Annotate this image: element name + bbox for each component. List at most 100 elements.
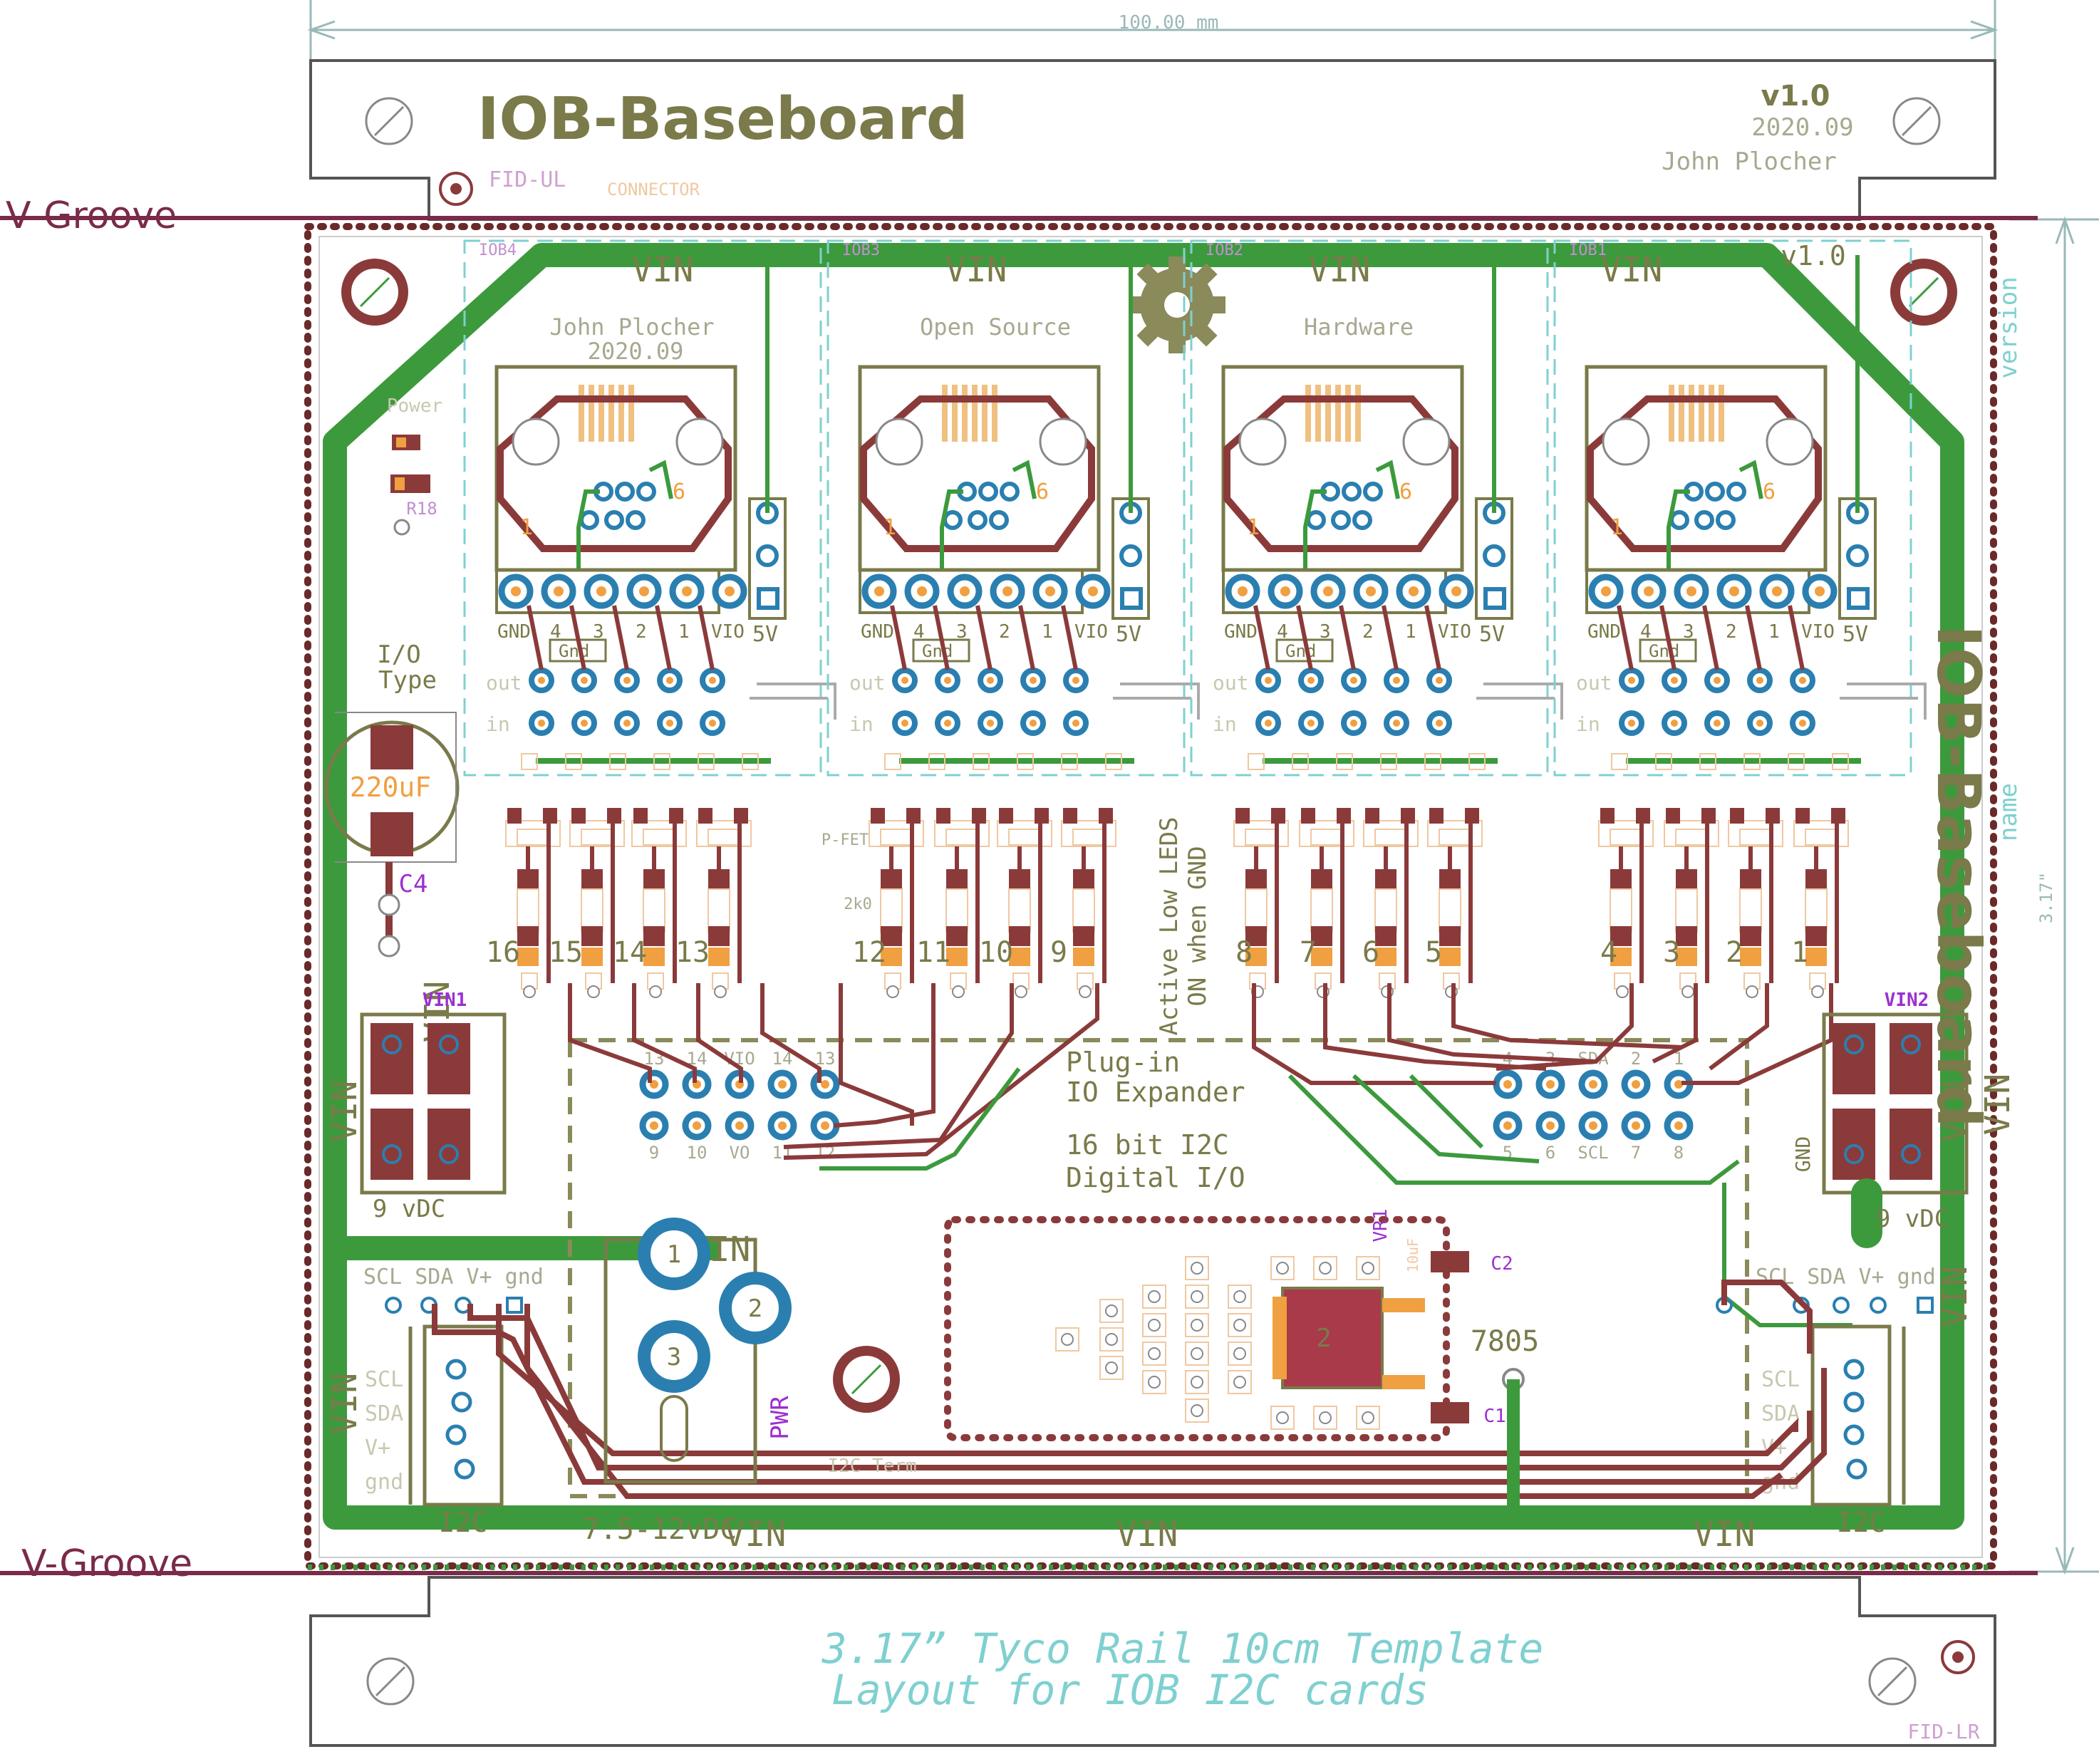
bus-pad-outline <box>1248 753 1265 770</box>
led-channel <box>1363 808 1419 998</box>
jumper-drill <box>581 677 588 684</box>
header-pad-drill <box>778 1121 787 1130</box>
led-channel <box>1664 808 1719 998</box>
header-pad-drill <box>1674 1121 1683 1130</box>
slot-caption: John Plocher <box>549 313 714 341</box>
bottom-line-2: Layout for IOB I2C cards <box>831 1666 1429 1714</box>
rj-pad <box>943 510 963 530</box>
resistor-pad <box>1375 869 1396 889</box>
pin-label-vio: VIO <box>1074 621 1108 643</box>
rj-pin1-marker: 1 <box>1610 515 1623 540</box>
pin-label-1: 1 <box>1042 621 1053 643</box>
bus-pad-outline <box>565 753 582 770</box>
capacitor-c4 <box>324 712 460 958</box>
pin-label-vio: VIO <box>1438 621 1471 643</box>
power-led <box>390 435 430 536</box>
power-label: Power <box>387 395 442 417</box>
rj-pad <box>1716 510 1736 530</box>
jumper-drill <box>1756 720 1763 727</box>
header-bottom-label: 10 <box>687 1143 708 1163</box>
fet-body <box>1245 829 1277 846</box>
bus-pad-outline <box>1336 753 1353 770</box>
header-pad-drill <box>650 1121 658 1130</box>
rj-pin1-marker: 1 <box>1247 515 1260 540</box>
jumper-drill <box>1799 677 1806 684</box>
led-body <box>1245 948 1267 966</box>
pin-label-2: 2 <box>999 621 1010 643</box>
vin-ring-label: VIN <box>1694 1515 1756 1555</box>
header-pad-drill <box>1366 586 1376 596</box>
channel-number-2: 2 <box>1726 936 1743 969</box>
jumper-bracket <box>1120 683 1200 720</box>
header-pad-drill <box>1451 586 1461 596</box>
rj-contact-finger <box>1699 385 1704 442</box>
regulator-pin-label: 2 <box>1316 1324 1332 1353</box>
c4-value-label: 220uF <box>350 772 431 803</box>
barrel-pin-1: 1 <box>667 1240 681 1269</box>
header-pad-drill <box>1674 1080 1683 1089</box>
fet-pad <box>871 808 885 824</box>
fet-outline <box>934 820 990 847</box>
led-body <box>708 948 730 966</box>
header-pad-drill <box>1589 1080 1597 1089</box>
rj-pad <box>1306 510 1326 530</box>
fet-outline <box>1664 820 1719 847</box>
resistor-body <box>1805 888 1828 933</box>
reg-pad-via <box>1233 1376 1246 1389</box>
test-point <box>1681 985 1694 998</box>
resistor-pad <box>643 926 665 946</box>
header-pad-drill <box>1772 586 1782 596</box>
vin-side-label: VIN <box>1935 1081 1975 1143</box>
fet-outline <box>1598 820 1654 847</box>
regulator-pad-grid <box>1055 1256 1380 1430</box>
led-channel <box>1299 808 1354 998</box>
header-jumper-trace <box>569 605 586 670</box>
vin1-connector <box>360 1012 507 1195</box>
vin-side-label: VIN <box>325 1081 365 1143</box>
jumper-drill <box>1307 677 1315 684</box>
resistor-body <box>1245 888 1268 933</box>
header-pad-drill <box>725 586 735 596</box>
header-jumper-trace <box>1617 605 1634 670</box>
pin-label-4: 4 <box>1277 621 1288 643</box>
header-jumper-trace <box>698 605 715 670</box>
reg-pad-via <box>1191 1262 1203 1275</box>
active-low-label-2: ON when GND <box>1183 846 1212 1006</box>
channel-number-1: 1 <box>1791 936 1808 969</box>
rj-pin6-marker: 6 <box>673 479 685 504</box>
rj-contact-finger <box>1355 385 1361 442</box>
rj-contact-finger <box>1325 385 1331 442</box>
reg-pad-via <box>1233 1319 1246 1332</box>
pin-label-3: 3 <box>1683 621 1694 643</box>
rj-pad <box>1726 482 1746 502</box>
rj-pad <box>1000 482 1020 502</box>
pin-label-gnd: GND <box>861 621 894 643</box>
led-channel <box>1598 808 1654 998</box>
mounting-hole-center <box>833 1346 900 1413</box>
slot-outline <box>1553 239 1912 777</box>
reg-pad-via <box>1148 1290 1161 1303</box>
rj-contact-finger <box>1335 385 1341 442</box>
reg-pad-via <box>1191 1290 1203 1303</box>
barrel-jack <box>603 1218 792 1484</box>
vdc-left-label: 9 vDC <box>373 1195 445 1223</box>
header-pad-drill <box>778 1080 787 1089</box>
header-jumper-trace <box>1659 605 1676 670</box>
active-low-label-1: Active Low LEDS <box>1155 816 1183 1035</box>
rj-mount-hole <box>875 417 923 466</box>
bus-pad-outline <box>973 753 990 770</box>
i2c-term-label: I2C Term <box>827 1456 916 1477</box>
led-resistor-array <box>505 808 1849 998</box>
bus-pad-outline <box>698 753 715 770</box>
slot-signal-trace <box>940 489 963 570</box>
fet-pad <box>669 808 683 824</box>
bus-pad-outline <box>884 753 901 770</box>
rj-contact-finger <box>962 385 968 442</box>
pin-label-gnd: GND <box>1224 621 1258 643</box>
resistor-body <box>581 888 603 933</box>
jumper-drill <box>1756 677 1763 684</box>
rj-pad <box>978 482 998 502</box>
channel-number-3: 3 <box>1663 936 1680 969</box>
vin1-label: VIN1 <box>423 990 467 1011</box>
rj-pad <box>604 510 624 530</box>
